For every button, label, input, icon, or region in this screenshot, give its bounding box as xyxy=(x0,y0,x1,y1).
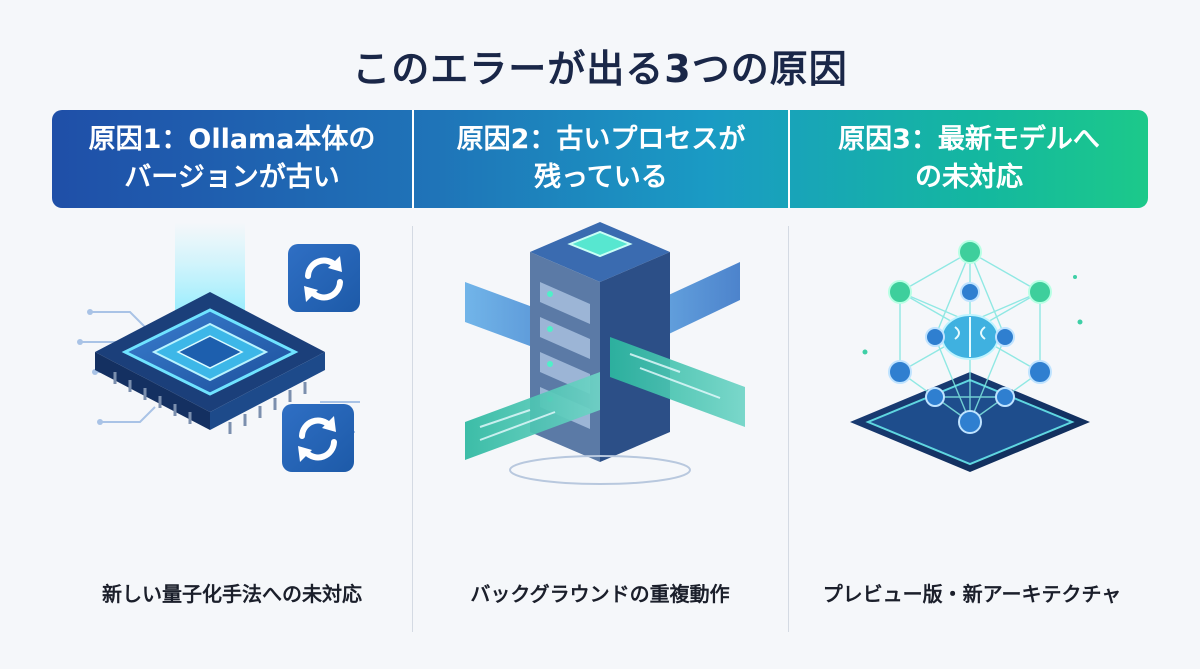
cause-1-heading: 原因1：Ollama本体のバージョンが古い xyxy=(52,110,412,208)
cause-2-heading-line2: 残っている xyxy=(534,162,668,193)
cause-3-heading: 原因3：最新モデルへの未対応 xyxy=(790,110,1148,208)
column-separator xyxy=(788,226,789,632)
cause-3-heading-line1: 原因3：最新モデルへ xyxy=(838,124,1100,155)
header-divider xyxy=(412,110,414,208)
refresh-icon xyxy=(288,244,360,312)
refresh-icon xyxy=(282,404,354,472)
chip-with-refresh-icons xyxy=(77,222,360,472)
cause-1-caption: 新しい量子化手法への未対応 xyxy=(102,582,362,606)
causes-header-band: 原因1：Ollama本体のバージョンが古い 原因2：古いプロセスが残っている 原… xyxy=(52,110,1148,208)
brain-icon xyxy=(941,314,999,360)
cause-2-caption: バックグラウンドの重複動作 xyxy=(470,582,730,606)
cause-2-heading: 原因2：古いプロセスが残っている xyxy=(414,110,788,208)
cause-1-heading-line1: 原因1：Ollama本体の xyxy=(88,124,376,155)
cause-1-heading-line2: バージョンが古い xyxy=(124,162,340,193)
cause-2-heading-line1: 原因2：古いプロセスが xyxy=(456,124,746,155)
cause-3-caption: プレビュー版・新アーキテクチャ xyxy=(822,582,1122,606)
page-title: このエラーが出る3つの原因 xyxy=(352,47,848,91)
cause-3-heading-line2: の未対応 xyxy=(914,162,1023,193)
header-divider xyxy=(788,110,790,208)
neural-network-cube xyxy=(850,240,1090,472)
server-tower-with-data-streams xyxy=(465,222,745,485)
column-separator xyxy=(412,226,413,632)
